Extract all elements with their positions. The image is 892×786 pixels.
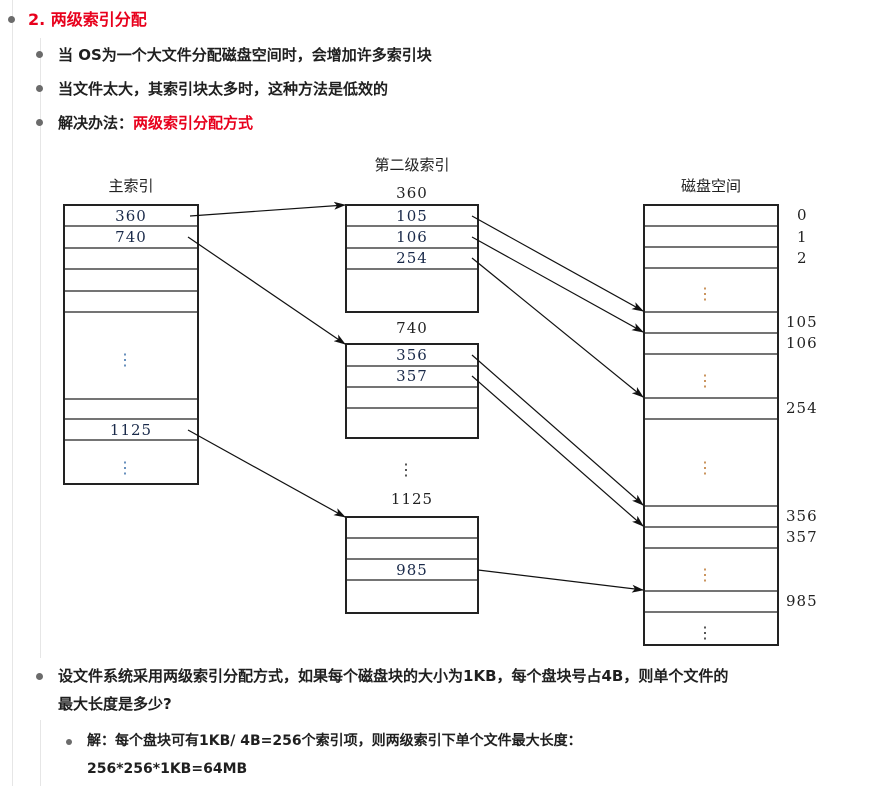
ellipsis-icon: ⋮ [117,350,133,369]
bullet-text-2: 当文件太大，其索引块太多时，这种方法是低效的 [58,80,389,98]
ellipsis-icon: ⋮ [117,458,133,477]
bullet-icon [8,16,15,23]
disk-num-2: 2 [797,249,808,267]
disk-num-106: 106 [786,334,818,352]
disk-num-357: 357 [786,528,818,546]
main-entry-360: 360 [115,207,147,225]
two-level-index-diagram: 主索引 第二级索引 磁盘空间 360 740 1125 360 105 106 … [63,156,818,646]
disk-num-105: 105 [786,313,818,331]
main-index-label: 主索引 [108,177,153,195]
main-entry-1125: 1125 [110,421,152,439]
entry-356: 356 [396,346,428,364]
solution-highlight: 两级索引分配方式 [133,114,254,132]
question-line-1: 设文件系统采用两级索引分配方式，如果每个磁盘块的大小为1KB，每个盘块号占4B，… [58,667,729,685]
ellipsis-icon: ⋮ [697,371,713,390]
ellipsis-icon: ⋮ [697,284,713,303]
block-label-360: 360 [396,184,428,202]
block-label-1125: 1125 [391,490,433,508]
ellipsis-icon: ⋮ [697,565,713,584]
entry-106: 106 [396,228,428,246]
bullet-icon [36,85,43,92]
entry-254: 254 [396,249,428,267]
disk-space-label: 磁盘空间 [681,177,741,195]
answer-line-2: 256*256*1KB=64MB [87,761,248,777]
indent-guide-inner [40,38,41,658]
disk-num-985: 985 [786,592,818,610]
indent-guide-outer [12,0,13,786]
entry-105: 105 [396,207,428,225]
bullet-icon [66,739,72,745]
entry-985: 985 [396,561,428,579]
indent-guide-answer [40,720,41,786]
disk-num-356: 356 [786,507,818,525]
disk-num-0: 0 [797,206,808,224]
solution-label: 解决办法： [58,114,134,132]
bullet-text-3: 解决办法：两级索引分配方式 [58,113,253,133]
second-level-label: 第二级索引 [374,156,449,174]
bullet-text-1: 当 OS为一个大文件分配磁盘空间时，会增加许多索引块 [58,46,432,64]
disk-num-254: 254 [786,399,818,417]
ellipsis-icon: ⋮ [697,623,713,642]
ellipsis-icon: ⋮ [398,460,414,479]
answer-line-1: 解：每个盘块可有1KB/ 4B=256个索引项，则两级索引下单个文件最大长度： [87,733,582,749]
section-heading: 2. 两级索引分配 [28,10,147,29]
disk-num-1: 1 [797,228,808,246]
main-entry-740: 740 [115,228,147,246]
block-label-740: 740 [396,319,428,337]
bullet-icon [36,119,43,126]
bullet-icon [36,51,43,58]
bullet-icon [36,673,43,680]
entry-357: 357 [396,367,428,385]
question-line-2: 最大长度是多少? [58,695,172,713]
ellipsis-icon: ⋮ [697,458,713,477]
